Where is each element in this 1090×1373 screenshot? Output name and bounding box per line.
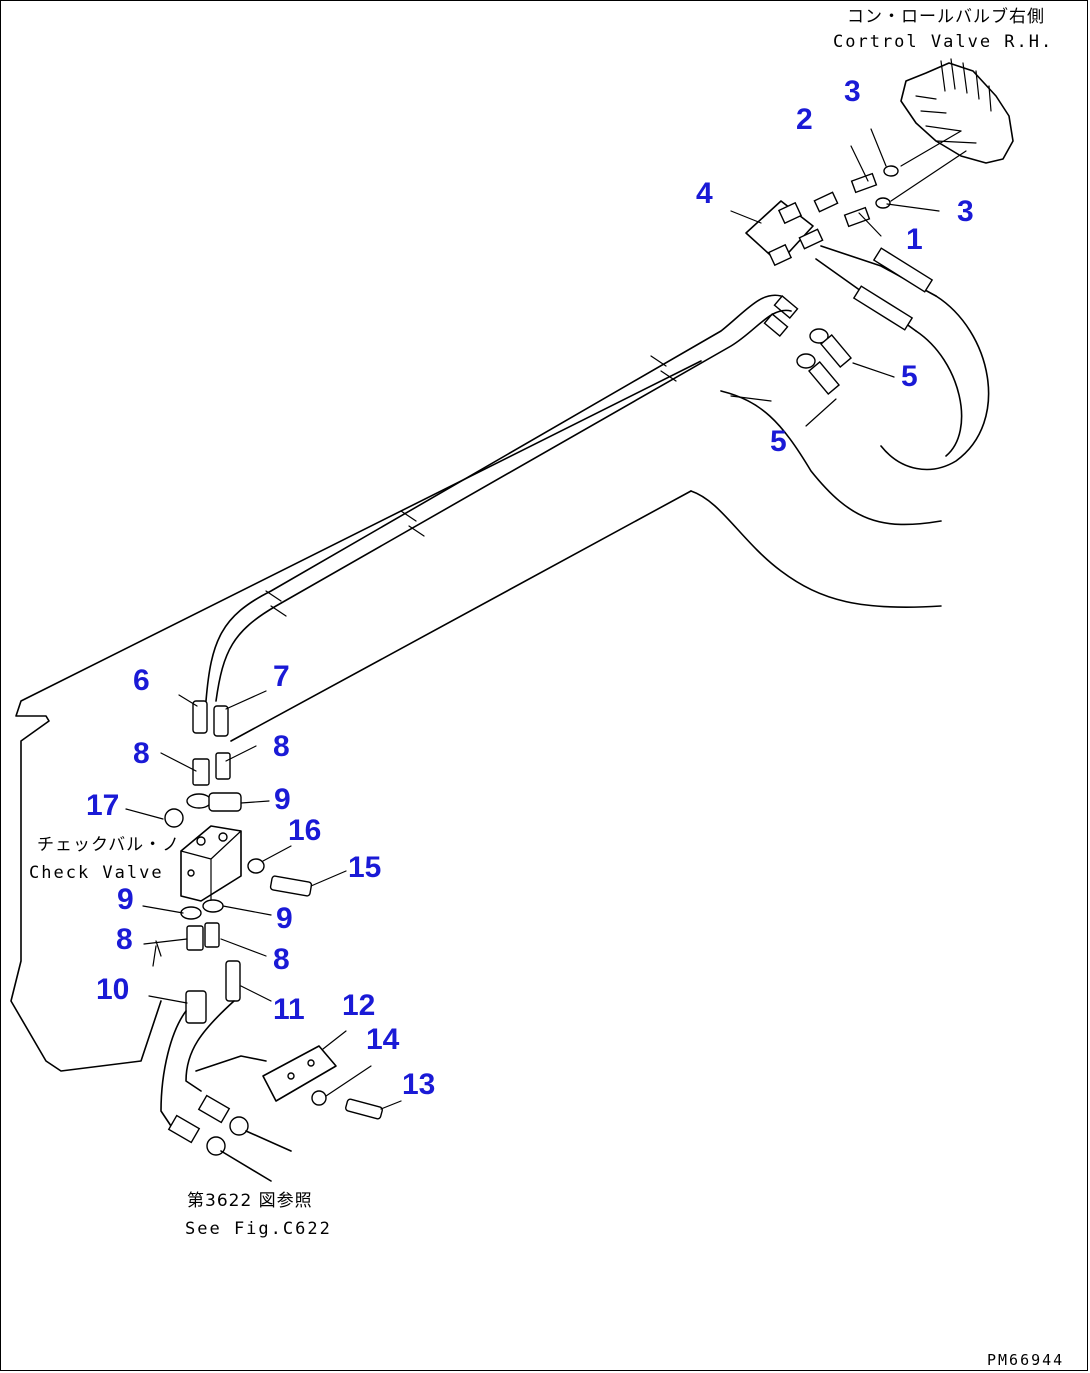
fittings-10-11 xyxy=(185,960,241,1024)
callout-1: 1 xyxy=(906,223,923,256)
control-valve-illustration xyxy=(890,58,1014,202)
see-fig-label-jp: 第3622 図参照 xyxy=(187,1191,313,1211)
fittings-8-9-top xyxy=(164,752,242,828)
callout-9-b: 9 xyxy=(117,883,134,916)
check-valve-label-jp: チェックバル・ノ xyxy=(37,835,181,855)
bracket-12-bolt-13-washer-14 xyxy=(195,1045,383,1120)
callout-9-a: 9 xyxy=(274,783,291,816)
callout-14: 14 xyxy=(366,1023,400,1056)
fittings-6-7 xyxy=(192,700,229,737)
fittings-5 xyxy=(763,294,895,427)
callout-10: 10 xyxy=(96,973,130,1006)
callout-6: 6 xyxy=(133,664,150,697)
callout-8-b: 8 xyxy=(273,730,290,763)
callout-16: 16 xyxy=(288,814,322,847)
hoses-right xyxy=(815,245,990,471)
callout-8-a: 8 xyxy=(133,737,150,770)
see-fig-label-en: See Fig.C622 xyxy=(185,1219,332,1239)
main-pipes xyxy=(205,294,792,702)
callout-9-c: 9 xyxy=(276,902,293,935)
leader-lines xyxy=(125,690,402,1110)
callout-15: 15 xyxy=(348,851,382,884)
callout-7: 7 xyxy=(273,660,290,693)
lower-hoses xyxy=(160,1000,292,1182)
check-valve-block xyxy=(180,825,242,902)
fittings-8-9-bottom xyxy=(180,899,224,951)
callout-5-lower: 5 xyxy=(770,425,787,458)
callout-11: 11 xyxy=(273,993,305,1026)
block-assembly-4 xyxy=(730,191,839,267)
callout-2: 2 xyxy=(796,103,813,136)
callout-17: 17 xyxy=(86,789,120,822)
callout-3-upper: 3 xyxy=(844,75,861,108)
boom-outline xyxy=(10,360,942,1072)
callout-4: 4 xyxy=(696,177,713,210)
fittings-group-top xyxy=(843,128,940,237)
callout-5-upper: 5 xyxy=(901,360,918,393)
drawing-code: PM66944 xyxy=(987,1351,1065,1369)
bolt-15-washer-16 xyxy=(247,858,313,897)
callout-3-lower: 3 xyxy=(957,195,974,228)
check-valve-label-en: Check Valve xyxy=(29,863,164,883)
control-valve-label-en: Cortrol Valve R.H. xyxy=(833,32,1054,52)
callout-8-c: 8 xyxy=(116,923,133,956)
callout-12: 12 xyxy=(342,989,376,1022)
callout-8-d: 8 xyxy=(273,943,290,976)
control-valve-label-jp: コン・ロールバルブ右側 xyxy=(847,7,1045,27)
callout-13: 13 xyxy=(402,1068,436,1101)
